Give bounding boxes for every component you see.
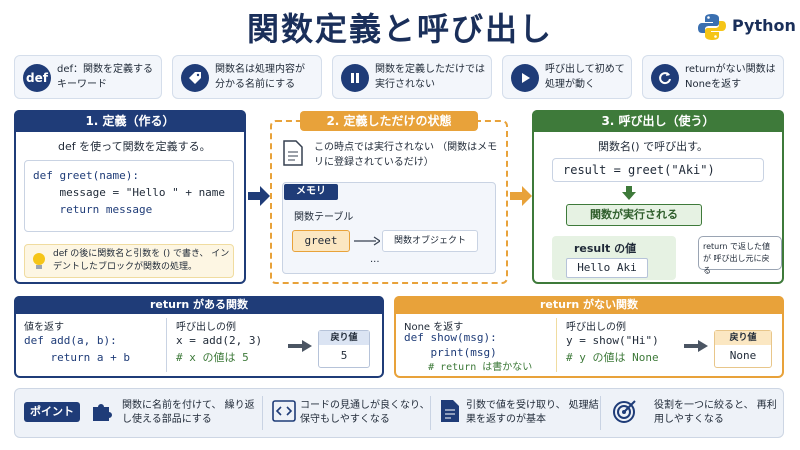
returns-value-label: 値を返す bbox=[24, 322, 64, 333]
define-tip: def の後に関数名と引数を () で書き、 インデントしたブロックが関数の処理… bbox=[24, 244, 234, 278]
return-value-box: 戻り値 None bbox=[714, 330, 772, 368]
divider bbox=[556, 318, 557, 372]
function-object: 関数オブジェクト bbox=[382, 230, 478, 252]
point-text: 引数で値を受け取り、 処理結果を返すのが基本 bbox=[466, 400, 599, 425]
defined-note: この時点では実行されない （関数はメモリに登録されているだけ） bbox=[314, 142, 498, 168]
show-code-block: def show(msg): print(msg) # return は書かない bbox=[404, 330, 532, 375]
executed-label: 関数が実行される bbox=[566, 204, 702, 226]
box-without-return-header: return がない関数 bbox=[394, 296, 784, 314]
code-line: def greet(name): bbox=[33, 169, 139, 182]
call-example-label: 呼び出しの例 bbox=[566, 322, 626, 333]
add-call-code: x = add(2, 3) # x の値は 5 bbox=[176, 332, 262, 366]
point-text: 役割を一つに絞ると、 再利用しやすくなる bbox=[654, 400, 777, 425]
code-line: def add(a, b): bbox=[24, 334, 117, 347]
section-call-header: 3. 呼び出し（使う） bbox=[532, 110, 784, 132]
lightbulb-icon bbox=[33, 253, 45, 269]
call-caption: 関数名() で呼び出す。 bbox=[598, 140, 708, 153]
call-code: result = greet("Aki") bbox=[552, 158, 764, 182]
document-return-icon bbox=[441, 400, 459, 422]
return-bubble: return で返した値が 呼び出し元に戻る bbox=[698, 236, 782, 275]
play-icon bbox=[511, 64, 539, 92]
result-value: Hello Aki bbox=[566, 258, 648, 278]
section-defined-state-header: 2. 定義しただけの状態 bbox=[300, 111, 478, 131]
python-logo-icon bbox=[698, 14, 726, 40]
show-call-code: y = show("Hi") # y の値は None bbox=[566, 332, 659, 366]
returns-none-label: None を返す bbox=[404, 322, 464, 333]
feature-text: returnがない関数は Noneを返す bbox=[685, 64, 776, 90]
define-caption: def を使って関数を定義する。 bbox=[58, 140, 211, 153]
code-line: print(msg) bbox=[404, 346, 497, 359]
function-table-label: 関数テーブル bbox=[294, 212, 354, 223]
pause-icon bbox=[341, 64, 369, 92]
code-line: # return は書かない bbox=[404, 362, 533, 373]
return-value: 5 bbox=[340, 349, 348, 362]
feature-text: 呼び出して初めて 処理が動く bbox=[545, 64, 625, 90]
puzzle-icon bbox=[93, 404, 112, 421]
code-line: x = add(2, 3) bbox=[176, 334, 263, 347]
memory-label: メモリ bbox=[284, 184, 338, 200]
box-with-return-header: return がある関数 bbox=[14, 296, 384, 314]
code-line: return a + b bbox=[24, 351, 130, 364]
feature-text: def：関数を定義する キーワード bbox=[57, 64, 154, 90]
divider bbox=[166, 318, 167, 372]
divider bbox=[430, 396, 431, 430]
point-bar bbox=[14, 388, 784, 438]
feature-card-def: def def：関数を定義する キーワード bbox=[14, 55, 162, 99]
tip-text: def の後に関数名と引数を () で書き、 インデントしたブロックが関数の処理… bbox=[53, 249, 230, 272]
feature-text: 関数を定義しただけでは 実行されない bbox=[375, 64, 485, 90]
point-text: コードの見通しが良くなり、 保守もしやすくなる bbox=[300, 400, 430, 425]
section-define-header: 1. 定義（作る） bbox=[14, 110, 246, 132]
point-badge: ポイント bbox=[24, 402, 80, 422]
point-text: 関数に名前を付けて、 繰り返し使える部品にする bbox=[122, 400, 255, 425]
code-icon bbox=[272, 400, 296, 422]
feature-card-name: 関数名は処理内容が 分かる名前にする bbox=[172, 55, 322, 99]
python-label: Python bbox=[732, 16, 796, 35]
return-value-header: 戻り値 bbox=[715, 331, 771, 345]
refresh-icon bbox=[651, 64, 679, 92]
divider bbox=[262, 396, 263, 430]
return-value: None bbox=[729, 349, 757, 362]
define-code-block: def greet(name): message = "Hello " + na… bbox=[24, 160, 234, 232]
code-line: return message bbox=[33, 203, 153, 216]
page-title: 関数定義と呼び出し bbox=[246, 10, 553, 48]
return-value-box: 戻り値 5 bbox=[318, 330, 370, 368]
tag-icon bbox=[181, 64, 209, 92]
arrow-right-icon bbox=[510, 186, 532, 206]
feature-card-call: 呼び出して初めて 処理が動く bbox=[502, 55, 632, 99]
divider bbox=[600, 396, 601, 430]
arrow-right-icon bbox=[354, 236, 380, 246]
feature-text: 関数名は処理内容が 分かる名前にする bbox=[215, 64, 305, 90]
arrow-down-icon bbox=[622, 186, 636, 200]
code-line: def show(msg): bbox=[404, 331, 497, 344]
target-icon bbox=[613, 400, 636, 423]
document-icon bbox=[283, 140, 303, 166]
code-line: # x の値は 5 bbox=[176, 351, 249, 364]
feature-card-none: returnがない関数は Noneを返す bbox=[642, 55, 784, 99]
arrow-right-icon bbox=[248, 186, 270, 206]
ellipsis: ... bbox=[370, 254, 380, 265]
greet-entry: greet bbox=[292, 230, 350, 252]
code-line: message = "Hello " + name bbox=[33, 186, 226, 199]
result-label: result の値 bbox=[574, 242, 637, 255]
arrow-right-icon bbox=[684, 340, 708, 352]
return-value-header: 戻り値 bbox=[319, 331, 369, 345]
code-line: # y の値は None bbox=[566, 351, 659, 364]
arrow-right-icon bbox=[288, 340, 312, 352]
feature-card-not-run: 関数を定義しただけでは 実行されない bbox=[332, 55, 492, 99]
code-line: y = show("Hi") bbox=[566, 334, 659, 347]
add-code-block: def add(a, b): return a + b bbox=[24, 332, 130, 366]
def-icon: def bbox=[23, 64, 51, 92]
call-example-label: 呼び出しの例 bbox=[176, 322, 236, 333]
